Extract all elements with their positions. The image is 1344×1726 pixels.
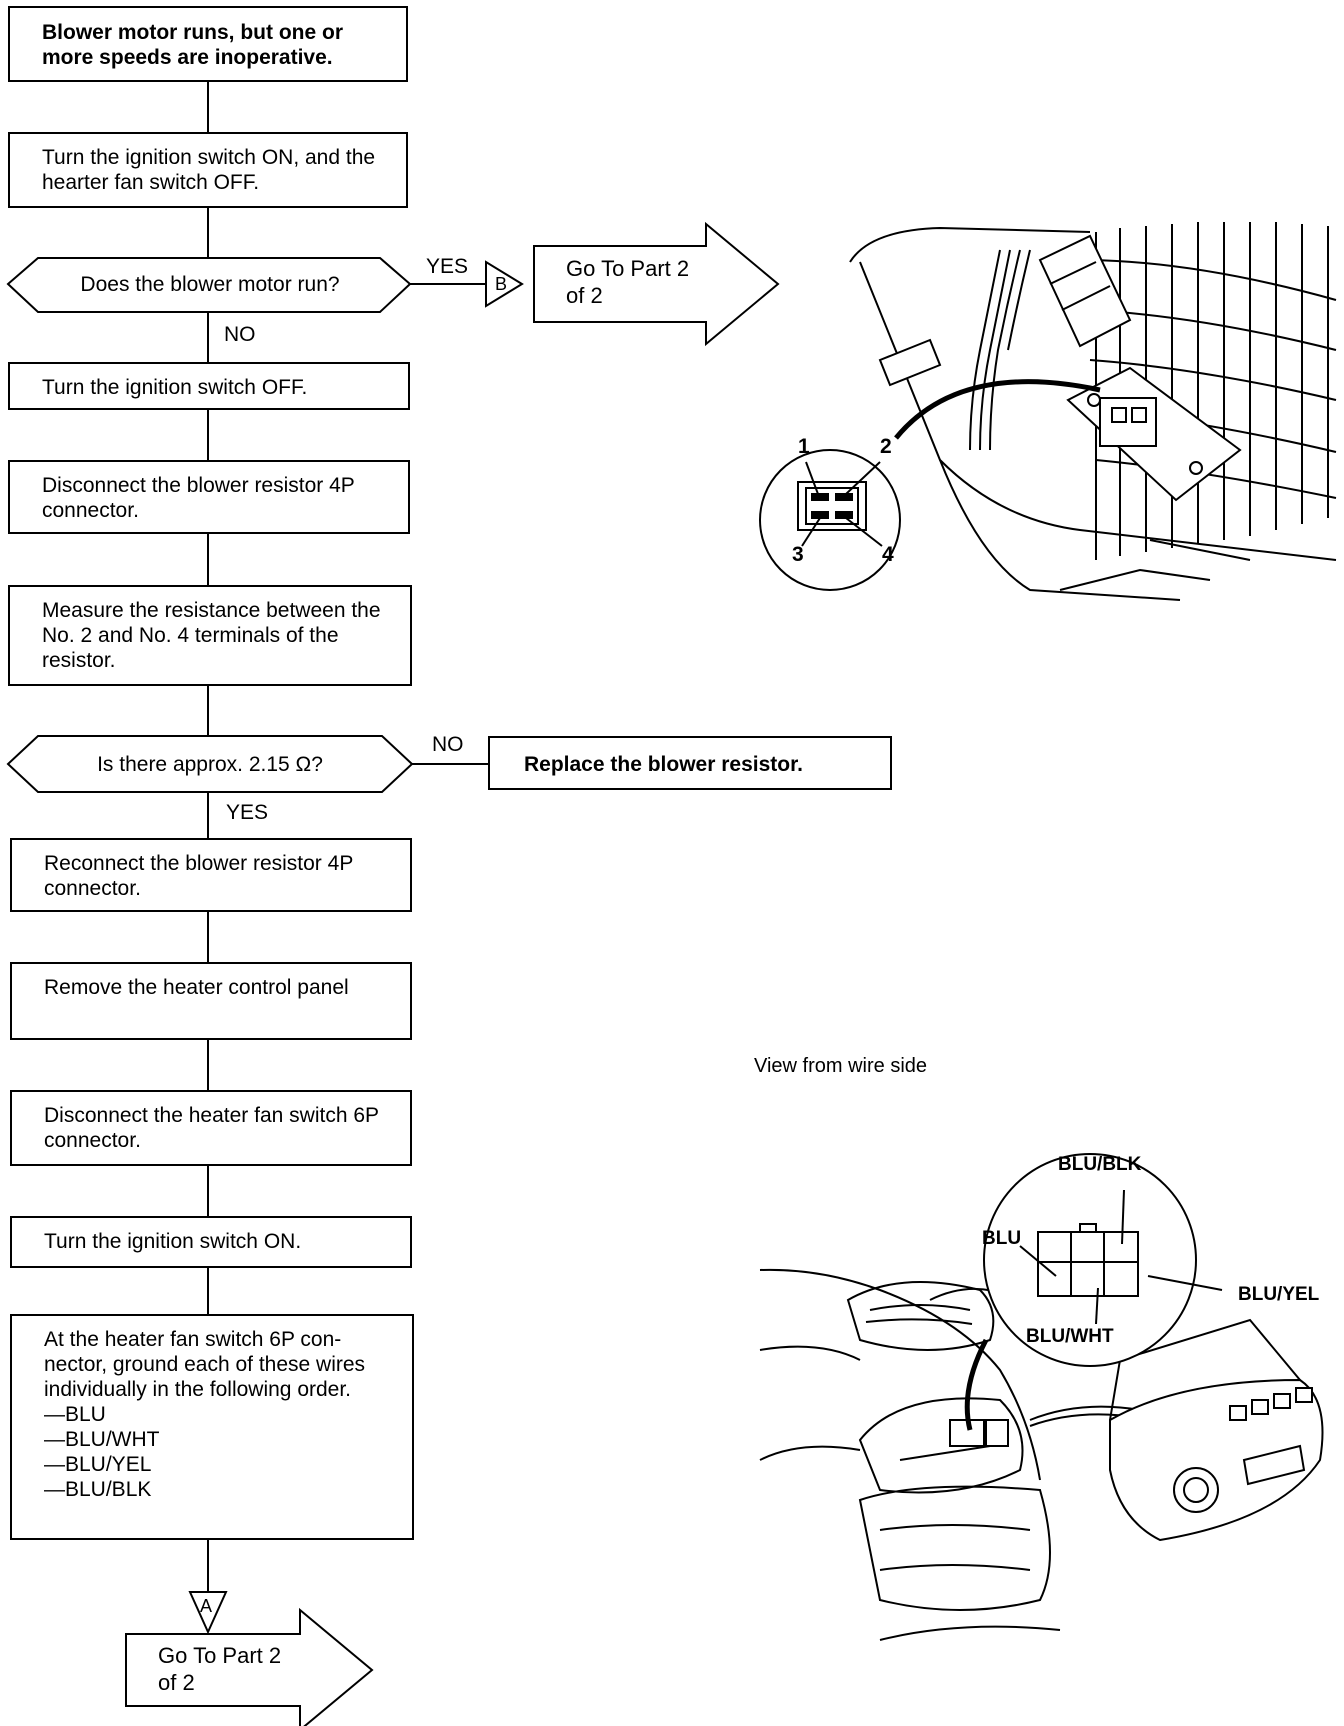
- ground-order-list: —BLU —BLU/WHT —BLU/YEL —BLU/BLK: [44, 1402, 400, 1502]
- connector-a-label: A: [200, 1596, 213, 1616]
- resistor-connector-callout: [759, 449, 901, 591]
- goto-arrow-a: [125, 1607, 374, 1726]
- step-disconnect-resistor-box: Disconnect the blower resistor 4P connec…: [8, 460, 410, 534]
- goto-part-a-text: Go To Part 2 of 2: [158, 1643, 282, 1695]
- resistor-connector-face: [797, 461, 883, 547]
- terminal-2-label: 2: [880, 435, 892, 458]
- step-ignition-on-box: Turn the ignition switch ON.: [10, 1216, 412, 1268]
- terminal-4-label: 4: [882, 543, 894, 566]
- decision-motor-run-text: Does the blower motor run?: [80, 273, 340, 296]
- replace-resistor-text: Replace the blower resistor.: [524, 753, 803, 776]
- ground-order-item: —BLU: [44, 1403, 106, 1426]
- view-caption: View from wire side: [754, 1055, 928, 1077]
- start-box: Blower motor runs, but one or more speed…: [8, 6, 408, 82]
- yes-label-2: YES: [226, 801, 269, 824]
- goto-arrow-b: [533, 221, 780, 347]
- switch-connector-callout: [983, 1153, 1197, 1367]
- wire-blu-wht-label: BLU/WHT: [1026, 1326, 1114, 1347]
- step-disconnect-resistor-text: Disconnect the blower resistor 4P connec…: [42, 474, 355, 522]
- ground-order-item: —BLU/WHT: [44, 1428, 160, 1451]
- start-text: Blower motor runs, but one or more speed…: [42, 21, 344, 69]
- no-label-1: NO: [224, 323, 256, 346]
- step-reconnect-box: Reconnect the blower resistor 4P connect…: [10, 838, 412, 912]
- connector-b-label: B: [495, 274, 508, 294]
- wire-blu-yel-label: BLU/YEL: [1238, 1284, 1320, 1305]
- step-ignition-off-text: Turn the ignition switch OFF.: [42, 376, 308, 399]
- step-disconnect-switch-text: Disconnect the heater fan switch 6P conn…: [44, 1104, 379, 1152]
- step-disconnect-switch-box: Disconnect the heater fan switch 6P conn…: [10, 1090, 412, 1166]
- step-ignition-on-fan-off-text: Turn the ignition switch ON, and the hea…: [42, 146, 376, 194]
- no-label-2: NO: [432, 733, 464, 756]
- decision-hexagon-motor-run: [6, 257, 412, 313]
- step-ignition-on-text: Turn the ignition switch ON.: [44, 1230, 302, 1253]
- wire-blu-label: BLU: [982, 1228, 1022, 1249]
- step-ignition-on-fan-off-box: Turn the ignition switch ON, and the hea…: [8, 132, 408, 208]
- step-reconnect-text: Reconnect the blower resistor 4P connect…: [44, 852, 353, 900]
- decision-resistance-text: Is there approx. 2.15 Ω?: [97, 753, 323, 776]
- step-remove-panel-box: Remove the heater control panel: [10, 962, 412, 1040]
- step-ground-box: At the heater fan switch 6P con-nector, …: [10, 1314, 414, 1540]
- step-ground-text: At the heater fan switch 6P con-nector, …: [44, 1328, 366, 1401]
- step-remove-panel-text: Remove the heater control panel: [44, 976, 349, 999]
- terminal-3-label: 3: [792, 543, 804, 566]
- blower-resistor-illustration: [849, 222, 1337, 601]
- connector-b-triangle: [485, 260, 524, 308]
- ground-order-item: —BLU/YEL: [44, 1453, 152, 1476]
- switch-connector-face: [1019, 1189, 1223, 1325]
- goto-part-b-text: Go To Part 2 of 2: [566, 256, 690, 308]
- wire-blu-blk-label: BLU/BLK: [1058, 1154, 1142, 1175]
- step-ignition-off-box: Turn the ignition switch OFF.: [8, 362, 410, 410]
- ground-order-item: —BLU/BLK: [44, 1478, 152, 1501]
- connector-a-triangle: [188, 1591, 228, 1635]
- heater-switch-illustration: [759, 1268, 1324, 1641]
- step-measure-text: Measure the resistance between the No. 2…: [42, 599, 381, 672]
- step-measure-box: Measure the resistance between the No. 2…: [8, 585, 412, 686]
- decision-hexagon-resistance: [6, 735, 414, 793]
- replace-resistor-box: Replace the blower resistor.: [488, 736, 892, 790]
- yes-label-1: YES: [426, 255, 469, 278]
- terminal-1-label: 1: [798, 435, 810, 458]
